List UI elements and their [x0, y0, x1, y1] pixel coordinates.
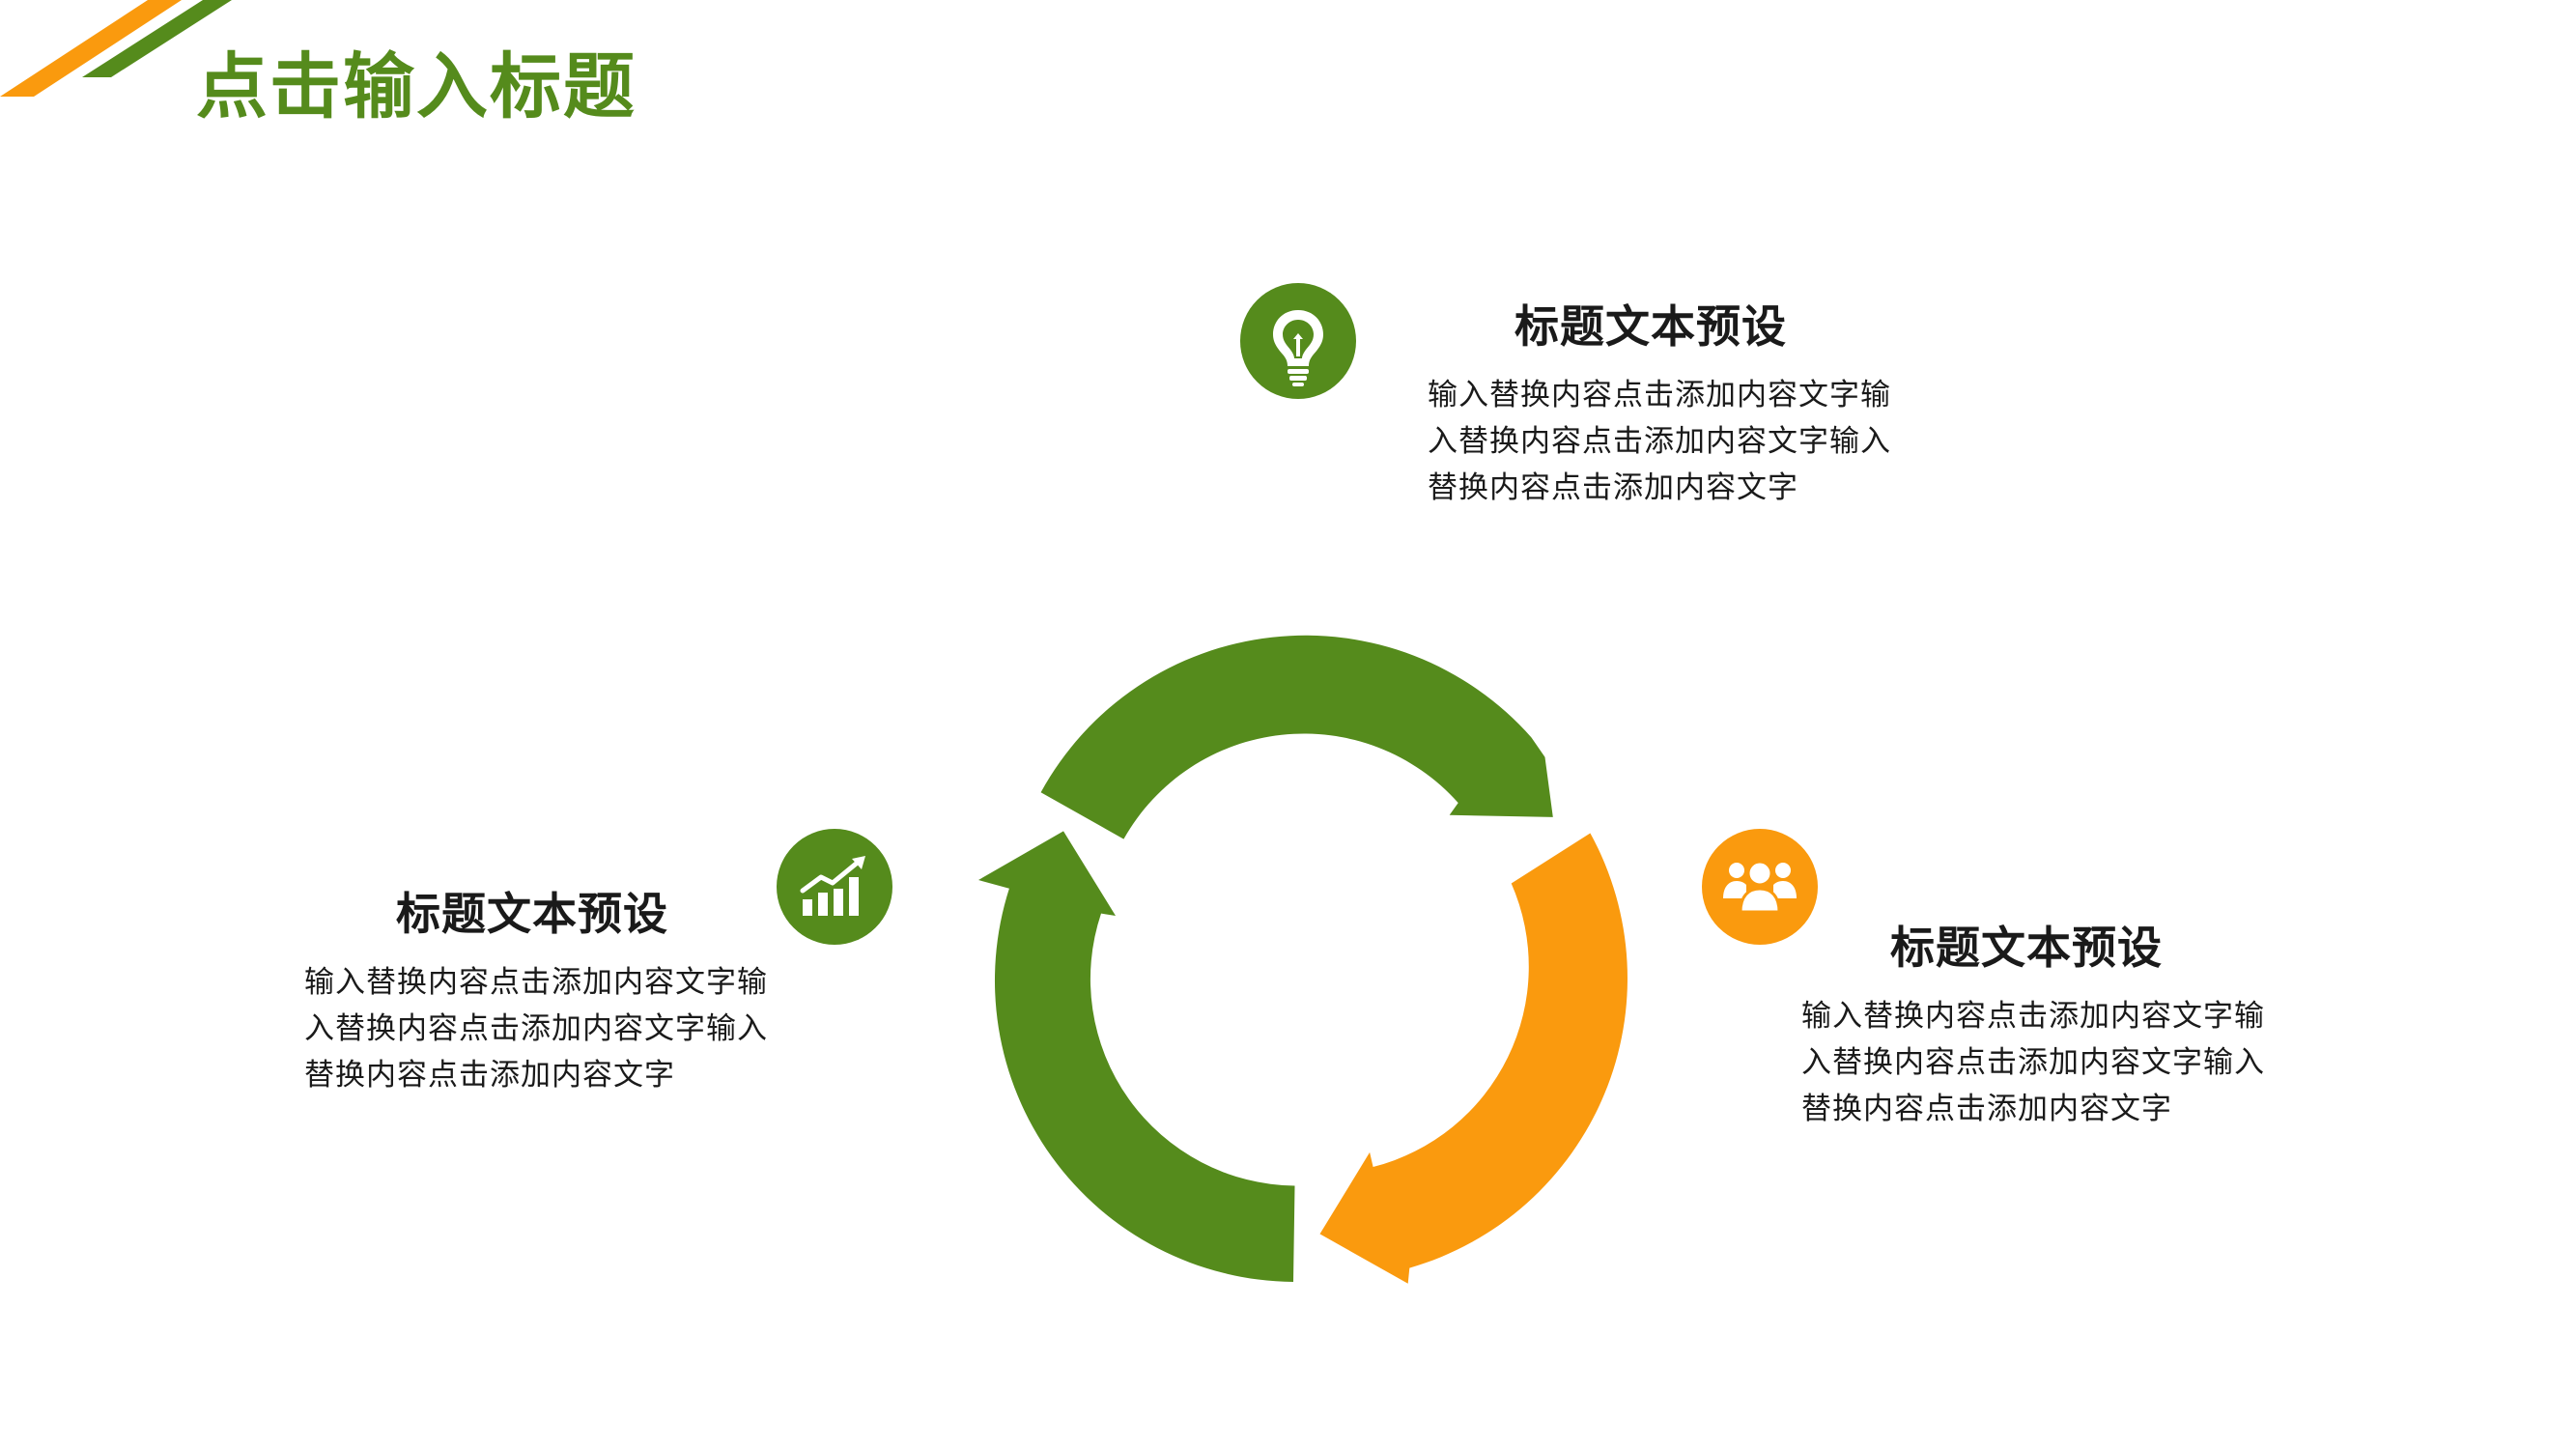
page-title[interactable]: 点击输入标题 — [196, 45, 637, 128]
top-block-line: 输入替换内容点击添加内容文字输 — [1428, 378, 1891, 412]
cycle-arrow-right[interactable] — [1319, 833, 1628, 1284]
top-block-line: 入替换内容点击添加内容文字输入 — [1428, 424, 1891, 459]
top-block-body[interactable]: 输入替换内容点击添加内容文字输 入替换内容点击添加内容文字输入 替换内容点击添加… — [1428, 372, 1891, 511]
growth-chart-icon — [800, 856, 865, 916]
left-block-line: 入替换内容点击添加内容文字输入 — [304, 1011, 768, 1046]
growth-chart-icon-badge — [777, 829, 892, 945]
orange-stripe — [0, 0, 182, 97]
lightbulb-icon — [1273, 310, 1323, 386]
right-block-heading[interactable]: 标题文本预设 — [1890, 922, 2163, 974]
team-icon-badge — [1702, 829, 1818, 945]
top-block-heading[interactable]: 标题文本预设 — [1514, 300, 1787, 353]
right-block-line: 替换内容点击添加内容文字 — [1801, 1092, 2172, 1126]
top-block-line: 替换内容点击添加内容文字 — [1428, 470, 1798, 505]
team-icon — [1723, 860, 1797, 914]
corner-stripes-decoration — [0, 0, 232, 97]
left-block-body[interactable]: 输入替换内容点击添加内容文字输 入替换内容点击添加内容文字输入 替换内容点击添加… — [304, 959, 768, 1098]
right-block-line: 入替换内容点击添加内容文字输入 — [1801, 1045, 2265, 1080]
left-block-heading[interactable]: 标题文本预设 — [396, 888, 668, 940]
lightbulb-icon-badge — [1240, 283, 1356, 399]
cycle-arrow-top[interactable] — [1040, 635, 1553, 839]
left-block-line: 替换内容点击添加内容文字 — [304, 1058, 675, 1093]
cycle-arrow-left[interactable] — [978, 831, 1295, 1282]
right-block-body[interactable]: 输入替换内容点击添加内容文字输 入替换内容点击添加内容文字输入 替换内容点击添加… — [1801, 993, 2265, 1132]
left-block-line: 输入替换内容点击添加内容文字输 — [304, 965, 768, 1000]
green-stripe — [82, 0, 232, 77]
right-block-line: 输入替换内容点击添加内容文字输 — [1801, 999, 2265, 1034]
